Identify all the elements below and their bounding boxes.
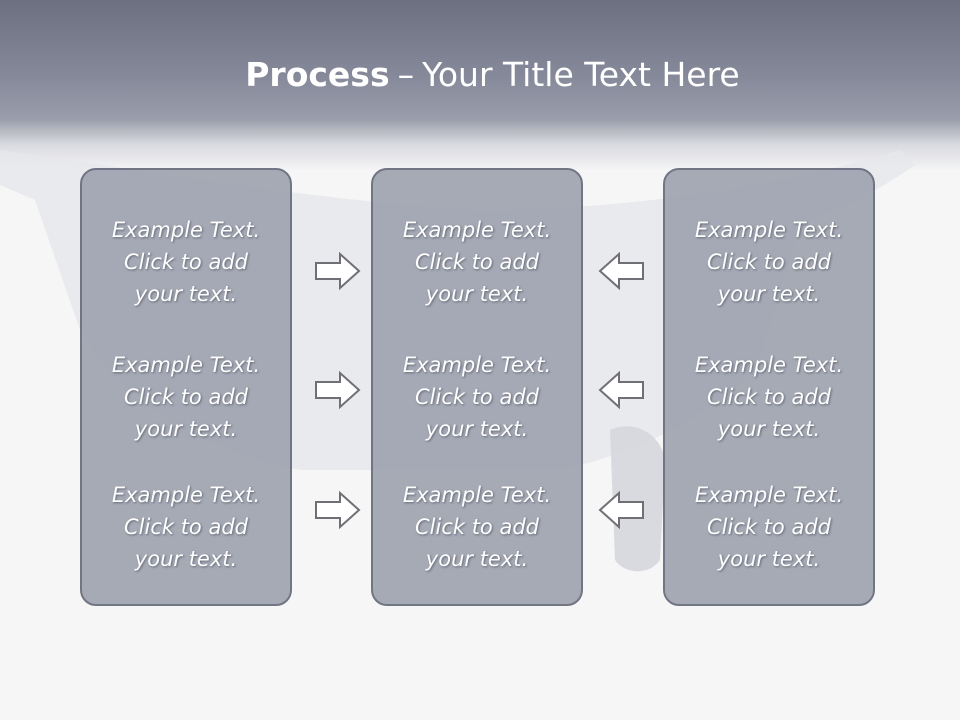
text-line: your text. [717,417,821,441]
arrow-left-icon[interactable] [597,251,645,291]
text-line: Click to add [706,515,831,539]
process-panel-left[interactable]: Example Text. Click to add your text. Ex… [80,168,292,606]
text-placeholder[interactable]: Example Text. Click to add your text. [82,214,290,310]
text-placeholder[interactable]: Example Text. Click to add your text. [665,214,873,310]
slide-header [0,0,960,170]
text-line: Example Text. [694,353,844,377]
text-line: your text. [425,282,529,306]
text-line: Example Text. [111,353,261,377]
text-line: Example Text. [111,483,261,507]
text-line: Click to add [706,385,831,409]
text-line: your text. [717,282,821,306]
text-line: Example Text. [402,483,552,507]
text-line: Example Text. [402,353,552,377]
text-line: Click to add [706,250,831,274]
text-line: Click to add [123,250,248,274]
text-line: Example Text. [694,218,844,242]
arrow-left-icon[interactable] [597,370,645,410]
arrow-right-icon[interactable] [314,251,362,291]
text-placeholder[interactable]: Example Text. Click to add your text. [665,479,873,575]
text-line: Click to add [414,515,539,539]
text-line: Click to add [123,385,248,409]
text-line: Click to add [414,385,539,409]
text-line: Click to add [414,250,539,274]
text-line: your text. [717,547,821,571]
text-placeholder[interactable]: Example Text. Click to add your text. [373,349,581,445]
text-line: Example Text. [694,483,844,507]
slide-title[interactable]: Process–Your Title Text Here [0,52,960,98]
process-panel-middle[interactable]: Example Text. Click to add your text. Ex… [371,168,583,606]
text-line: your text. [134,417,238,441]
text-line: your text. [425,547,529,571]
text-line: your text. [134,282,238,306]
text-line: your text. [425,417,529,441]
arrow-right-icon[interactable] [314,370,362,410]
arrow-right-icon[interactable] [314,490,362,530]
text-line: your text. [134,547,238,571]
text-line: Example Text. [402,218,552,242]
text-placeholder[interactable]: Example Text. Click to add your text. [373,214,581,310]
text-placeholder[interactable]: Example Text. Click to add your text. [82,349,290,445]
text-line: Click to add [123,515,248,539]
title-bold: Process [245,55,390,94]
text-placeholder[interactable]: Example Text. Click to add your text. [373,479,581,575]
text-placeholder[interactable]: Example Text. Click to add your text. [82,479,290,575]
title-separator: – [397,55,415,94]
arrow-left-icon[interactable] [597,490,645,530]
process-panel-right[interactable]: Example Text. Click to add your text. Ex… [663,168,875,606]
title-rest: Your Title Text Here [422,55,740,94]
text-placeholder[interactable]: Example Text. Click to add your text. [665,349,873,445]
text-line: Example Text. [111,218,261,242]
